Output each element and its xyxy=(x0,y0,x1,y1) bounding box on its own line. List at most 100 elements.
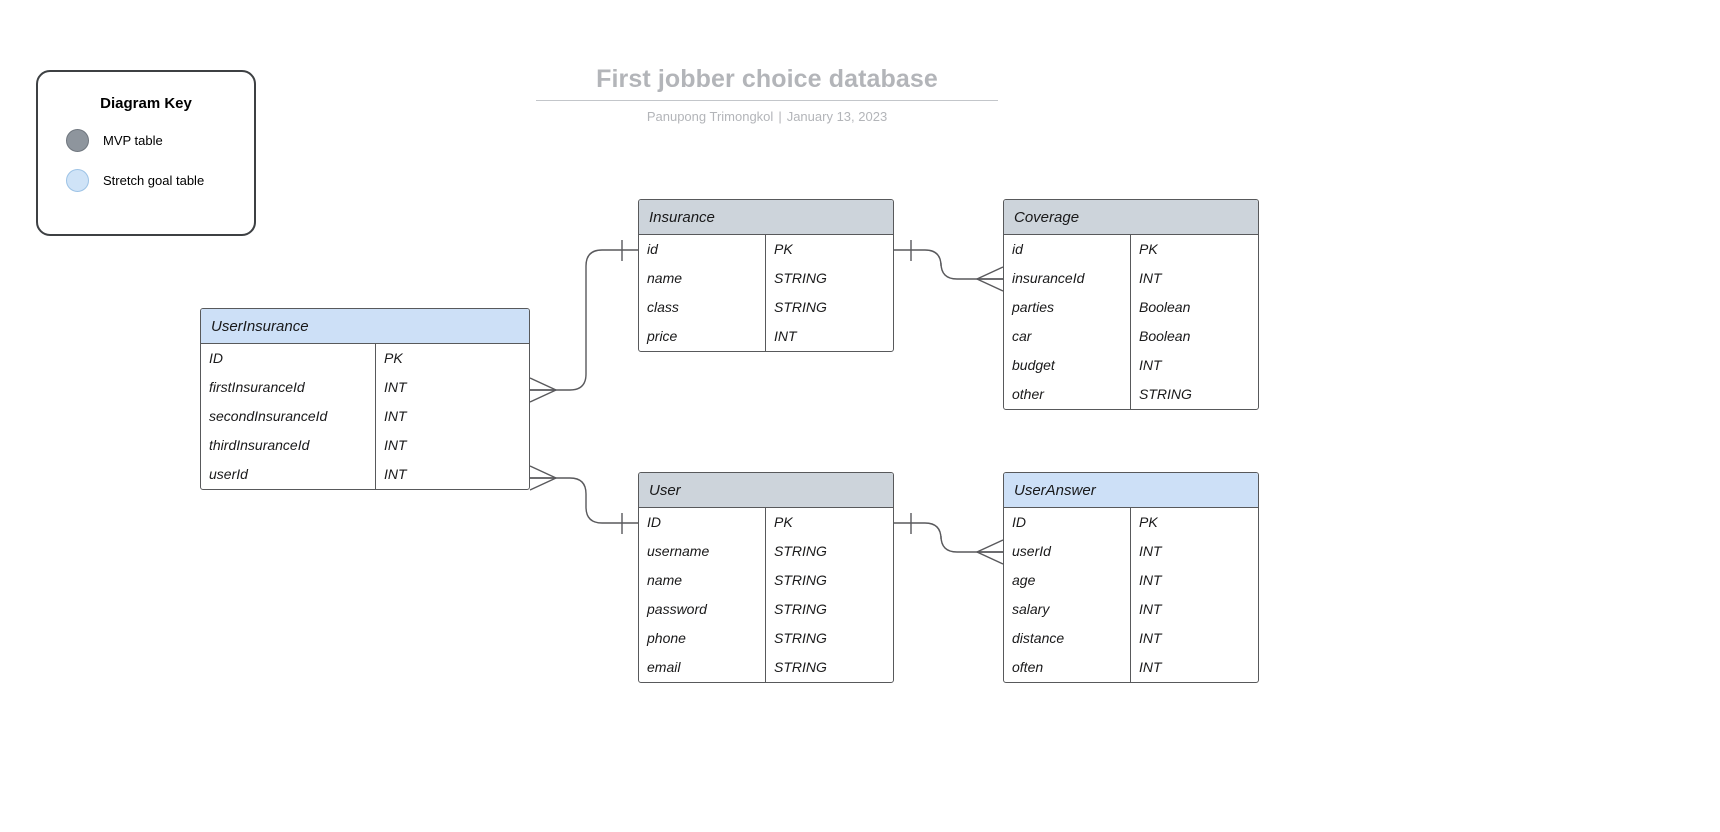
attribute-row: name STRING xyxy=(639,566,893,595)
attribute-type: STRING xyxy=(765,566,893,595)
diagram-key-panel: Diagram Key MVP table Stretch goal table xyxy=(36,70,256,236)
attribute-row: car Boolean xyxy=(1004,322,1258,351)
attribute-name: often xyxy=(1012,659,1044,675)
entity-userinsurance[interactable]: UserInsurance ID PK firstInsuranceId INT… xyxy=(200,308,530,490)
attribute-name: other xyxy=(1012,386,1044,402)
attribute-type: INT xyxy=(1130,351,1258,380)
entity-useranswer[interactable]: UserAnswer ID PK userId INT age INT sala… xyxy=(1003,472,1259,683)
attribute-type: STRING xyxy=(765,264,893,293)
attribute-row: insuranceId INT xyxy=(1004,264,1258,293)
legend-item-stretch: Stretch goal table xyxy=(38,169,254,192)
attribute-type: INT xyxy=(375,402,529,431)
attribute-name: userId xyxy=(209,466,248,482)
entity-title-insurance: Insurance xyxy=(639,200,893,235)
attribute-name: price xyxy=(647,328,678,344)
entity-body-userinsurance: ID PK firstInsuranceId INT secondInsuran… xyxy=(201,344,529,489)
attribute-type: PK xyxy=(375,344,529,373)
attribute-row: userId INT xyxy=(1004,537,1258,566)
byline-author: Panupong Trimongkol xyxy=(646,109,774,124)
attribute-type: PK xyxy=(1130,235,1258,264)
attribute-type: Boolean xyxy=(1130,322,1258,351)
attribute-row: username STRING xyxy=(639,537,893,566)
attribute-name: name xyxy=(647,572,683,588)
legend-item-mvp: MVP table xyxy=(38,129,254,152)
attribute-name: class xyxy=(647,299,679,315)
attribute-type: STRING xyxy=(765,537,893,566)
attribute-row: name STRING xyxy=(639,264,893,293)
attribute-row: other STRING xyxy=(1004,380,1258,409)
attribute-name: ID xyxy=(1012,514,1026,530)
entity-title-useranswer: UserAnswer xyxy=(1004,473,1258,508)
attribute-type: PK xyxy=(765,508,893,537)
connector-userinsurance-user xyxy=(529,465,638,534)
attribute-row: firstInsuranceId INT xyxy=(201,373,529,402)
attribute-type: STRING xyxy=(1130,380,1258,409)
attribute-row: age INT xyxy=(1004,566,1258,595)
stretch-swatch-icon xyxy=(66,169,89,192)
attribute-name: ID xyxy=(209,350,223,366)
legend-label-stretch: Stretch goal table xyxy=(103,173,205,188)
attribute-row: userId INT xyxy=(201,460,529,489)
attribute-name: phone xyxy=(647,630,686,646)
attribute-name: salary xyxy=(1012,601,1050,617)
attribute-row: phone STRING xyxy=(639,624,893,653)
attribute-name: parties xyxy=(1012,299,1055,315)
byline-separator: | xyxy=(778,109,782,124)
attribute-name: insuranceId xyxy=(1012,270,1085,286)
attribute-row: ID PK xyxy=(639,508,893,537)
attribute-name: firstInsuranceId xyxy=(209,379,305,395)
attribute-type: INT xyxy=(1130,566,1258,595)
entity-insurance[interactable]: Insurance id PK name STRING class STRING… xyxy=(638,199,894,352)
attribute-name: secondInsuranceId xyxy=(209,408,328,424)
attribute-name: car xyxy=(1012,328,1032,344)
entity-body-insurance: id PK name STRING class STRING price INT xyxy=(639,235,893,351)
attribute-row: id PK xyxy=(1004,235,1258,264)
attribute-row: thirdInsuranceId INT xyxy=(201,431,529,460)
attribute-row: often INT xyxy=(1004,653,1258,682)
attribute-type: INT xyxy=(765,322,893,351)
attribute-name: userId xyxy=(1012,543,1051,559)
attribute-type: STRING xyxy=(765,595,893,624)
attribute-type: STRING xyxy=(765,624,893,653)
connector-user-useranswer xyxy=(894,513,1004,565)
attribute-type: INT xyxy=(375,460,529,489)
entity-title-userinsurance: UserInsurance xyxy=(201,309,529,344)
entity-body-coverage: id PK insuranceId INT parties Boolean ca… xyxy=(1004,235,1258,409)
attribute-type: STRING xyxy=(765,293,893,322)
attribute-row: ID PK xyxy=(201,344,529,373)
attribute-type: INT xyxy=(1130,595,1258,624)
byline: Panupong Trimongkol | January 13, 2023 xyxy=(536,108,998,125)
attribute-name: email xyxy=(647,659,681,675)
attribute-row: class STRING xyxy=(639,293,893,322)
title-divider xyxy=(536,100,998,101)
attribute-row: distance INT xyxy=(1004,624,1258,653)
entity-title-coverage: Coverage xyxy=(1004,200,1258,235)
attribute-type: INT xyxy=(1130,624,1258,653)
attribute-row: ID PK xyxy=(1004,508,1258,537)
attribute-name: age xyxy=(1012,572,1036,588)
entity-coverage[interactable]: Coverage id PK insuranceId INT parties B… xyxy=(1003,199,1259,410)
entity-body-useranswer: ID PK userId INT age INT salary INT dist… xyxy=(1004,508,1258,682)
attribute-type: INT xyxy=(1130,653,1258,682)
attribute-row: secondInsuranceId INT xyxy=(201,402,529,431)
entity-user[interactable]: User ID PK username STRING name STRING p… xyxy=(638,472,894,683)
byline-date: January 13, 2023 xyxy=(786,109,888,124)
attribute-row: password STRING xyxy=(639,595,893,624)
attribute-name: ID xyxy=(647,514,661,530)
connector-userinsurance-insurance xyxy=(529,240,638,403)
attribute-type: INT xyxy=(375,431,529,460)
mvp-swatch-icon xyxy=(66,129,89,152)
attribute-name: distance xyxy=(1012,630,1065,646)
entity-body-user: ID PK username STRING name STRING passwo… xyxy=(639,508,893,682)
legend-label-mvp: MVP table xyxy=(103,133,163,148)
attribute-type: STRING xyxy=(765,653,893,682)
attribute-row: email STRING xyxy=(639,653,893,682)
attribute-name: username xyxy=(647,543,710,559)
attribute-row: parties Boolean xyxy=(1004,293,1258,322)
title-block: First jobber choice database Panupong Tr… xyxy=(536,62,998,125)
diagram-key-heading: Diagram Key xyxy=(100,95,192,112)
attribute-row: price INT xyxy=(639,322,893,351)
attribute-name: name xyxy=(647,270,683,286)
attribute-row: id PK xyxy=(639,235,893,264)
